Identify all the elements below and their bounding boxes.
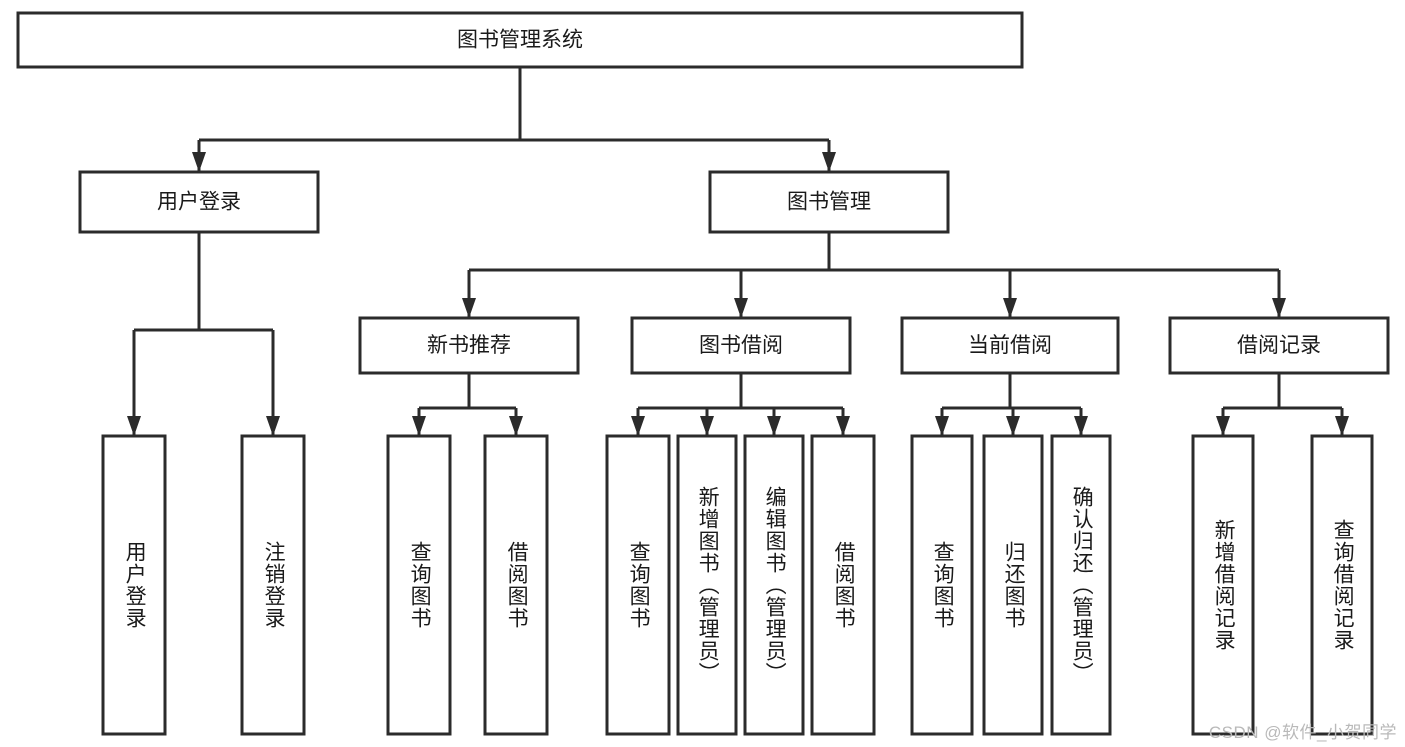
node-box-leaf-cur-confirm xyxy=(1050,434,1112,736)
node-box-leaf-user-logout xyxy=(240,434,306,736)
node-box-leaf-nb-borrow xyxy=(483,434,549,736)
arrow-head-icon xyxy=(1006,416,1020,436)
arrow-head-icon xyxy=(836,416,850,436)
node-leaf-bw-edit[interactable] xyxy=(743,434,805,736)
node-box-records xyxy=(1168,316,1390,375)
node-label-borrow: 图书借阅 xyxy=(699,334,783,357)
node-box-leaf-user-login xyxy=(101,434,167,736)
arrow-head-icon xyxy=(734,298,748,318)
node-box-leaf-cur-query xyxy=(910,434,974,736)
arrow-head-icon xyxy=(1074,416,1088,436)
arrow-head-icon xyxy=(700,416,714,436)
node-leaf-cur-query[interactable] xyxy=(910,434,974,736)
node-box-leaf-cur-return xyxy=(982,434,1044,736)
node-box-root xyxy=(16,11,1024,69)
node-label-bookmgmt: 图书管理 xyxy=(787,191,871,214)
node-newbook[interactable]: 新书推荐 xyxy=(358,316,580,375)
node-borrow[interactable]: 图书借阅 xyxy=(630,316,852,375)
arrow-head-icon xyxy=(1216,416,1230,436)
arrow-head-icon xyxy=(462,298,476,318)
arrow-head-icon xyxy=(767,416,781,436)
node-leaf-rec-add[interactable] xyxy=(1191,434,1255,736)
node-leaf-bw-lend[interactable] xyxy=(810,434,876,736)
arrow-head-icon xyxy=(509,416,523,436)
node-bookmgmt[interactable]: 图书管理 xyxy=(708,170,950,234)
arrow-head-icon xyxy=(1003,298,1017,318)
node-leaf-bw-add[interactable] xyxy=(676,434,738,736)
node-box-login xyxy=(78,170,320,234)
node-label-current: 当前借阅 xyxy=(968,334,1052,357)
arrow-head-icon xyxy=(192,152,206,172)
node-box-leaf-bw-edit xyxy=(743,434,805,736)
node-box-borrow xyxy=(630,316,852,375)
node-leaf-nb-borrow[interactable] xyxy=(483,434,549,736)
arrow-head-icon xyxy=(822,152,836,172)
node-box-bookmgmt xyxy=(708,170,950,234)
arrow-head-icon xyxy=(127,416,141,436)
node-label-root: 图书管理系统 xyxy=(457,29,583,52)
node-leaf-cur-confirm[interactable] xyxy=(1050,434,1112,736)
arrow-head-icon xyxy=(631,416,645,436)
watermark-text: CSDN @软件_小贺同学 xyxy=(1208,723,1397,742)
node-leaf-nb-query[interactable] xyxy=(386,434,452,736)
node-box-leaf-bw-add xyxy=(676,434,738,736)
node-box-leaf-nb-query xyxy=(386,434,452,736)
node-box-leaf-rec-query xyxy=(1310,434,1374,736)
node-box-leaf-bw-query xyxy=(605,434,671,736)
node-box-newbook xyxy=(358,316,580,375)
connector-layer xyxy=(127,67,1349,436)
node-label-records: 借阅记录 xyxy=(1237,334,1321,357)
node-leaf-user-login[interactable] xyxy=(101,434,167,736)
node-login[interactable]: 用户登录 xyxy=(78,170,320,234)
node-box-leaf-rec-add xyxy=(1191,434,1255,736)
node-leaf-bw-query[interactable] xyxy=(605,434,671,736)
arrow-head-icon xyxy=(1335,416,1349,436)
node-box-leaf-bw-lend xyxy=(810,434,876,736)
arrow-head-icon xyxy=(412,416,426,436)
node-leaf-rec-query[interactable] xyxy=(1310,434,1374,736)
node-records[interactable]: 借阅记录 xyxy=(1168,316,1390,375)
node-box-current xyxy=(900,316,1120,375)
node-leaf-user-logout[interactable] xyxy=(240,434,306,736)
node-current[interactable]: 当前借阅 xyxy=(900,316,1120,375)
node-label-newbook: 新书推荐 xyxy=(427,334,511,357)
node-root[interactable]: 图书管理系统 xyxy=(16,11,1024,69)
arrow-head-icon xyxy=(266,416,280,436)
node-leaf-cur-return[interactable] xyxy=(982,434,1044,736)
arrow-head-icon xyxy=(935,416,949,436)
arrow-head-icon xyxy=(1272,298,1286,318)
node-label-login: 用户登录 xyxy=(157,191,241,214)
